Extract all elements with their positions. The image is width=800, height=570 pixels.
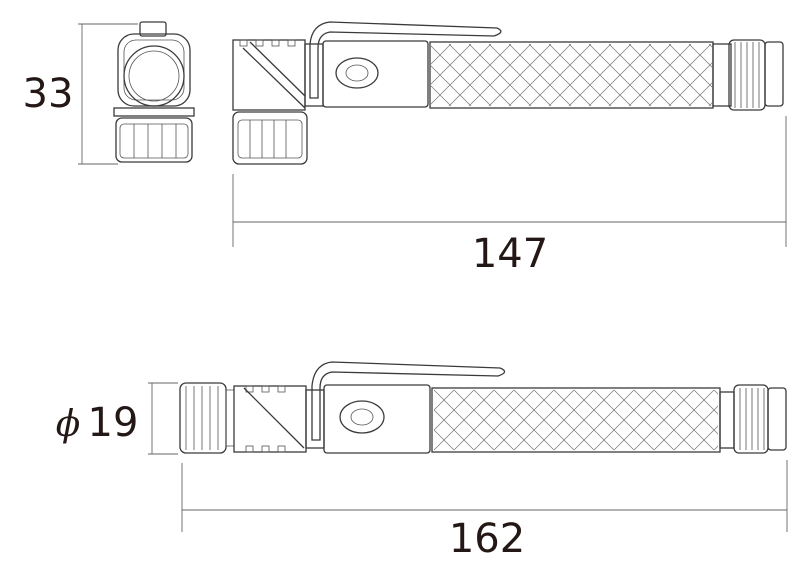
knurl-line xyxy=(713,390,718,395)
knurl-line xyxy=(431,44,492,105)
knurl-line xyxy=(528,44,592,106)
knurl-line xyxy=(488,44,552,106)
diameter-label: 19 xyxy=(88,400,139,446)
tail-cap-straight xyxy=(719,384,787,454)
switch-body xyxy=(304,40,429,108)
bezel-straight xyxy=(179,382,235,454)
side-view-straight: ϕ 19 162 xyxy=(56,361,800,562)
head-block xyxy=(232,39,306,111)
knurl-line xyxy=(774,390,800,450)
knurl-line xyxy=(754,390,800,450)
height-dimension xyxy=(78,23,138,165)
knurl-line xyxy=(729,44,791,106)
knurl-line xyxy=(769,44,800,106)
knurl-line xyxy=(548,44,612,106)
diameter-dimension xyxy=(148,382,178,455)
knurl-line xyxy=(749,44,800,106)
switch-body-straight xyxy=(305,384,431,454)
end-view-head xyxy=(113,21,195,163)
knurled-grip xyxy=(429,41,800,109)
knurl-line xyxy=(468,44,532,106)
knurl-line xyxy=(673,405,718,450)
knurl-line xyxy=(628,44,692,106)
knurl-line xyxy=(693,390,718,415)
length-folded-label: 147 xyxy=(472,231,548,277)
knurl-line xyxy=(431,44,472,85)
side-view-folded: 33 xyxy=(23,21,800,277)
knurl-line xyxy=(749,44,800,106)
length-folded-dimension xyxy=(232,116,787,247)
knurl-line xyxy=(688,44,712,68)
knurl-line xyxy=(769,44,800,106)
knurl-line xyxy=(729,44,791,106)
head-block-straight xyxy=(233,385,307,453)
knurl-line xyxy=(708,44,712,48)
knurl-line xyxy=(508,44,572,106)
knurl-line xyxy=(668,62,712,106)
tail-cap xyxy=(712,39,784,111)
length-straight-dimension xyxy=(181,460,788,532)
flashlight-folded-side xyxy=(232,21,800,165)
knurl-line xyxy=(693,425,718,450)
knurl-line xyxy=(568,44,632,106)
knurl-line xyxy=(608,44,672,106)
flashlight-straight-side xyxy=(179,361,800,454)
knurl-line xyxy=(713,445,718,450)
knurl-line xyxy=(431,44,452,65)
length-straight-label: 162 xyxy=(449,516,525,562)
knurl-line xyxy=(648,44,712,106)
knurl-line xyxy=(448,44,512,106)
diameter-symbol: ϕ xyxy=(56,404,81,445)
pocket-clip-straight xyxy=(311,361,506,441)
pocket-clip xyxy=(309,21,502,99)
knurl-line xyxy=(754,390,800,450)
head-bezel xyxy=(232,111,308,165)
knurl-line xyxy=(688,82,712,106)
knurled-grip-straight xyxy=(431,387,800,453)
knurl-line xyxy=(708,102,712,106)
knurl-line xyxy=(588,44,652,106)
knurl-line xyxy=(774,390,800,450)
height-dimension-label: 33 xyxy=(23,71,74,117)
knurl-line xyxy=(431,85,452,106)
